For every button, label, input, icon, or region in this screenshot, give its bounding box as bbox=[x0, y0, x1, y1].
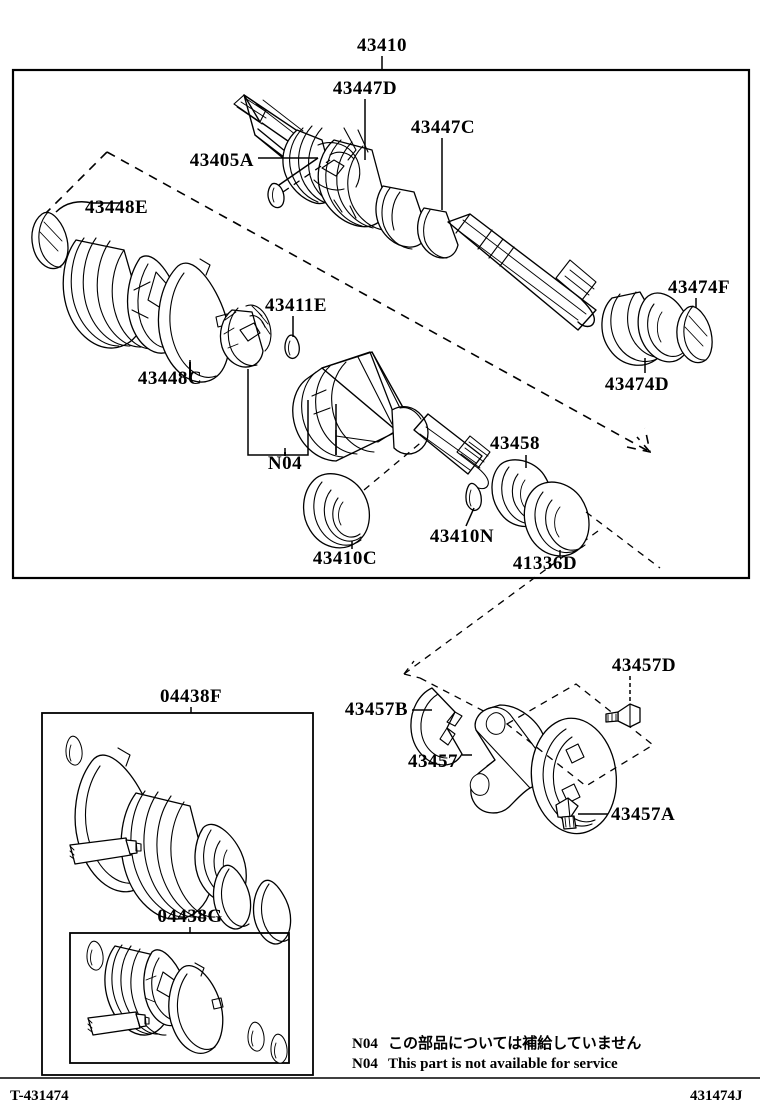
callout-43457A: 43457A bbox=[611, 804, 676, 825]
callout-43447C: 43447C bbox=[410, 117, 476, 138]
callout-41336D: 41336D bbox=[512, 553, 578, 574]
callout-43410: 43410 bbox=[357, 35, 407, 56]
callout-43448E: 43448E bbox=[85, 197, 149, 218]
callout-43410N: 43410N bbox=[429, 526, 495, 547]
callout-43474F: 43474F bbox=[667, 277, 731, 298]
part-43410C-bearing bbox=[303, 439, 425, 549]
callout-43410C: 43410C bbox=[312, 548, 378, 569]
note-japanese: N04 この部品については補給していません bbox=[352, 1034, 641, 1054]
part-43457B-snapring bbox=[410, 687, 463, 766]
note-tag-jp: N04 bbox=[352, 1036, 378, 1052]
callout-43447D: 43447D bbox=[332, 78, 398, 99]
part-43457A-bolt bbox=[555, 797, 608, 830]
boot-kit-outer-contents bbox=[65, 735, 292, 945]
callout-43457D: 43457D bbox=[611, 655, 677, 676]
note-text-en: This part is not available for service bbox=[388, 1056, 618, 1072]
part-43411E-tripod bbox=[219, 304, 300, 368]
note-tag-en: N04 bbox=[352, 1056, 378, 1072]
boot-kit-outer-panel bbox=[41, 707, 314, 1076]
part-43457-bracket bbox=[462, 683, 655, 835]
leaders-top bbox=[364, 99, 443, 210]
note-english: N04 This part is not available for servic… bbox=[352, 1054, 618, 1074]
outboard-cv-joint bbox=[233, 94, 597, 331]
part-43410N-ring bbox=[465, 482, 482, 527]
part-43448C-boot bbox=[62, 237, 231, 383]
part-43457D-bolt bbox=[605, 676, 641, 728]
part-N04-housing bbox=[247, 351, 491, 490]
callout-43448C: 43448C bbox=[137, 368, 203, 389]
callout-43458: 43458 bbox=[490, 433, 540, 454]
part-41336D-seal bbox=[523, 481, 661, 569]
part-43474F-clamp bbox=[676, 298, 713, 364]
leader-N04 bbox=[284, 430, 337, 456]
callout-04438F: 04438F bbox=[159, 686, 223, 707]
callout-43457: 43457 bbox=[408, 751, 458, 772]
callout-43457B: 43457B bbox=[344, 699, 408, 720]
boot-kit-inner-contents bbox=[86, 940, 288, 1064]
callout-43411E: 43411E bbox=[264, 295, 328, 316]
part-43448E-clamp bbox=[31, 200, 120, 270]
drawing-number-right: 431474J bbox=[690, 1088, 743, 1104]
note-text-jp: この部品については補給していません bbox=[388, 1036, 642, 1052]
main-panel-border bbox=[11, 68, 751, 580]
drawing-number-left: T-431474 bbox=[10, 1088, 69, 1104]
part-43405A-ring bbox=[258, 157, 331, 209]
part-43474D-boot bbox=[601, 291, 692, 373]
callout-N04: N04 bbox=[267, 453, 303, 474]
callout-43474D: 43474D bbox=[604, 374, 670, 395]
callout-04438G: 04438G bbox=[157, 906, 223, 927]
boot-kit-inner-panel bbox=[69, 927, 290, 1064]
callout-43405A: 43405A bbox=[189, 150, 254, 171]
